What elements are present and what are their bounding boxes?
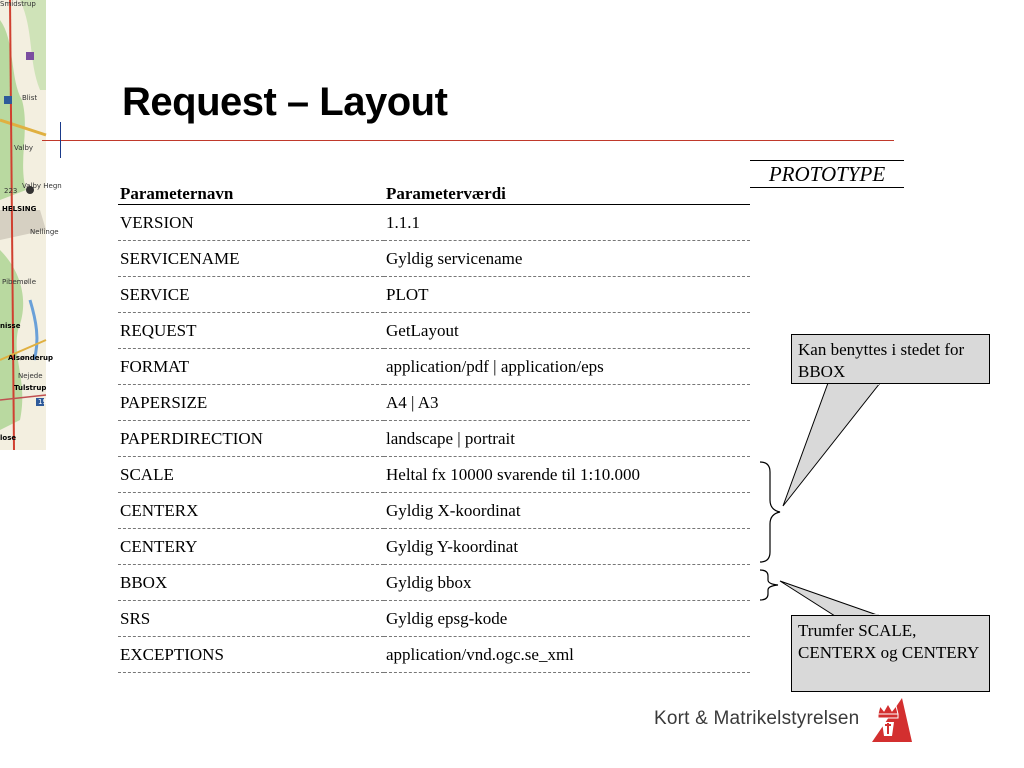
map-label: nisse xyxy=(0,322,21,330)
prototype-stamp: PROTOTYPE xyxy=(750,160,904,188)
param-name: EXCEPTIONS xyxy=(118,636,384,673)
param-value: application/vnd.ogc.se_xml xyxy=(384,636,750,673)
param-value: 1.1.1 xyxy=(384,204,750,241)
param-name: SERVICE xyxy=(118,276,384,313)
param-name: SCALE xyxy=(118,456,384,493)
param-value: Gyldig Y-koordinat xyxy=(384,528,750,565)
map-label: Nejede xyxy=(18,372,43,380)
map-label: HELSING xyxy=(2,205,37,213)
param-value: Gyldig epsg-kode xyxy=(384,600,750,637)
brace-bbox xyxy=(759,569,779,601)
column-header-name: Parameternavn xyxy=(118,176,384,205)
param-value: Gyldig bbox xyxy=(384,564,750,601)
param-name: PAPERSIZE xyxy=(118,384,384,421)
map-label: Valby Hegn xyxy=(22,182,62,190)
brace-scale-centery xyxy=(759,461,781,563)
map-label: Nellinge xyxy=(30,228,59,236)
param-name: FORMAT xyxy=(118,348,384,385)
callout-pointer-top xyxy=(782,382,882,507)
logo-text: Kort & Matrikelstyrelsen xyxy=(654,708,860,729)
callout-pointer-bottom xyxy=(779,580,881,617)
param-name: SRS xyxy=(118,600,384,637)
map-label: Alsønderup xyxy=(8,354,53,362)
table-header-row: Parameternavn Parameterværdi xyxy=(118,176,750,205)
param-value: Heltal fx 10000 svarende til 1:10.000 xyxy=(384,456,750,493)
map-strip: Smidstrup Blist Valby 223 Valby Hegn HEL… xyxy=(0,0,62,451)
callout-bbox-alternative: Kan benyttes i stedet for BBOX xyxy=(791,334,990,384)
param-name: REQUEST xyxy=(118,312,384,349)
map-label: 19 xyxy=(38,398,47,406)
map-label: lose xyxy=(0,434,16,442)
param-name: SERVICENAME xyxy=(118,240,384,277)
param-name: CENTERY xyxy=(118,528,384,565)
title-divider xyxy=(42,140,894,141)
map-label: Smidstrup xyxy=(0,0,36,8)
map-label: 223 xyxy=(4,187,17,195)
map-label: Tulstrup xyxy=(14,384,46,392)
param-value: Gyldig servicename xyxy=(384,240,750,277)
param-value: landscape | portrait xyxy=(384,420,750,457)
param-value: Gyldig X-koordinat xyxy=(384,492,750,529)
param-value: application/pdf | application/eps xyxy=(384,348,750,385)
page-title: Request – Layout xyxy=(122,80,448,124)
param-name: PAPERDIRECTION xyxy=(118,420,384,457)
param-name: VERSION xyxy=(118,204,384,241)
callout-bbox-override: Trumfer SCALE, CENTERX og CENTERY xyxy=(791,615,990,692)
title-accent-line xyxy=(60,122,61,158)
crown-logo-icon xyxy=(872,698,912,742)
param-value: GetLayout xyxy=(384,312,750,349)
param-value: A4 | A3 xyxy=(384,384,750,421)
param-name: BBOX xyxy=(118,564,384,601)
param-value: PLOT xyxy=(384,276,750,313)
map-label: Blist xyxy=(22,94,37,102)
map-label: Valby xyxy=(14,144,33,152)
map-label: Pibemølle xyxy=(2,278,36,286)
logo: Kort & Matrikelstyrelsen xyxy=(654,696,914,746)
param-name: CENTERX xyxy=(118,492,384,529)
column-header-value: Parameterværdi xyxy=(384,176,750,205)
